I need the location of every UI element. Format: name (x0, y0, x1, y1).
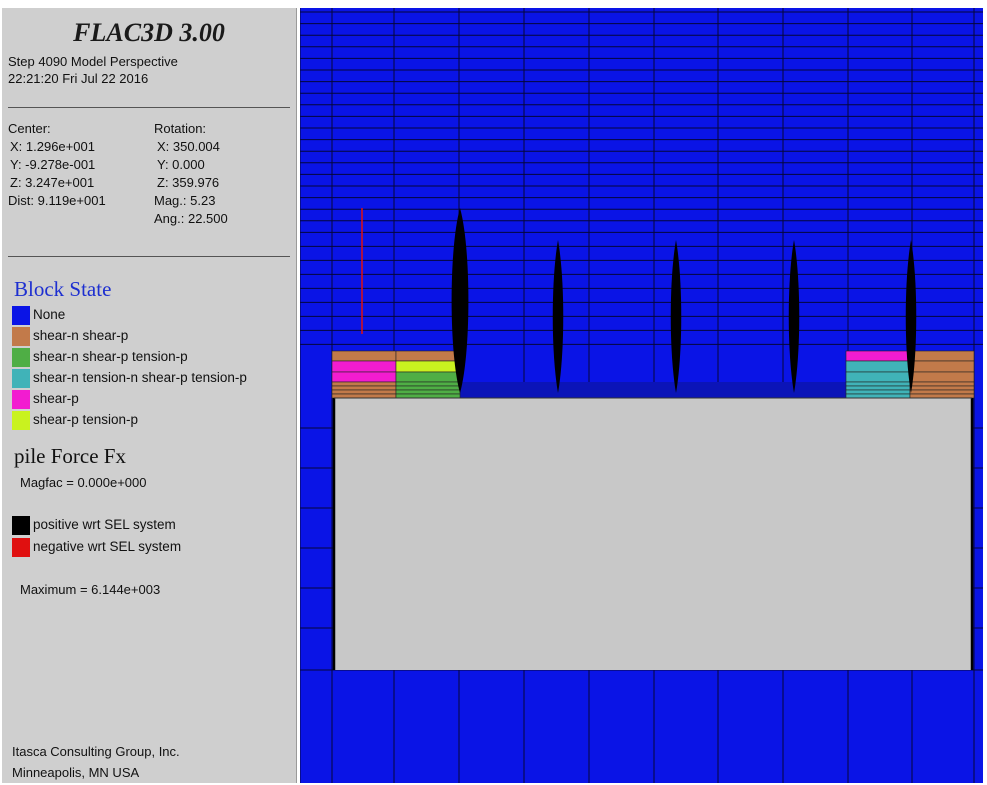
legend-label: shear-n tension-n shear-p tension-p (33, 370, 247, 385)
zone-cell (909, 360, 975, 373)
legend-label: None (33, 307, 66, 322)
zone-cell (331, 371, 397, 383)
model-render (300, 8, 983, 783)
legend-swatch (12, 516, 30, 535)
legend-panel: FLAC3D 3.00 Step 4090 Model Perspective … (2, 8, 297, 783)
zone-cell (845, 381, 911, 387)
rotation-y: Y: 0.000 (157, 157, 205, 172)
zone-cell (331, 381, 397, 387)
pile-force-positive (788, 240, 800, 393)
maximum-value: Maximum = 6.144e+003 (20, 582, 161, 597)
zone-cell (395, 360, 461, 373)
divider (8, 256, 290, 257)
magfac: Magfac = 0.000e+000 (20, 475, 147, 490)
model-viewport[interactable] (300, 8, 983, 783)
company-name: Itasca Consulting Group, Inc. (12, 744, 180, 759)
zone-cell (845, 371, 911, 383)
zone-cell (845, 385, 911, 391)
block-state-title: Block State (14, 277, 112, 301)
zone-band (460, 382, 846, 398)
rotation-x: X: 350.004 (157, 139, 220, 154)
legend-label: shear-p tension-p (33, 412, 139, 427)
legend-label: shear-n shear-p tension-p (33, 349, 188, 364)
zone-cell (909, 350, 975, 362)
zone-cell (395, 389, 461, 395)
zone-cell (331, 393, 397, 399)
rotation-label: Rotation: (154, 121, 207, 136)
legend-label: shear-n shear-p (33, 328, 129, 343)
legend-swatch (12, 327, 30, 346)
zone-cell (395, 381, 461, 387)
center-label: Center: (8, 121, 51, 136)
zone-cell (909, 385, 975, 391)
company-location: Minneapolis, MN USA (12, 765, 140, 780)
zone-cell (909, 389, 975, 395)
legend-label: shear-p (33, 391, 79, 406)
zone-cell (331, 389, 397, 395)
magnification: Mag.: 5.23 (154, 193, 216, 208)
zone-cell (395, 393, 461, 399)
zone-cell (331, 385, 397, 391)
legend-label: positive wrt SEL system (33, 517, 176, 532)
legend-label: negative wrt SEL system (33, 539, 182, 554)
zone-cell (909, 381, 975, 387)
slab (334, 398, 972, 670)
zone-cell (845, 360, 911, 373)
zone-cell (395, 371, 461, 383)
zone-cell (331, 350, 397, 362)
legend-swatch (12, 348, 30, 367)
zone-cell (845, 389, 911, 395)
zone-cell (909, 371, 975, 383)
pile-force-positive (905, 240, 917, 393)
zone-cell (395, 350, 461, 362)
center-y: Y: -9.278e-001 (10, 157, 96, 172)
timestamp: 22:21:20 Fri Jul 22 2016 (8, 71, 149, 86)
pile-force-positive (451, 208, 469, 393)
legend-swatch (12, 306, 30, 325)
legend-swatch (12, 411, 30, 430)
step-info: Step 4090 Model Perspective (8, 54, 178, 69)
divider (8, 107, 290, 108)
pile-force-positive (670, 240, 682, 393)
zone-cell (845, 350, 911, 362)
zone-cell (909, 393, 975, 399)
center-x: X: 1.296e+001 (10, 139, 95, 154)
distance: Dist: 9.119e+001 (8, 193, 106, 208)
app-title: FLAC3D 3.00 (73, 18, 225, 47)
legend-swatch (12, 369, 30, 388)
zone-cell (331, 360, 397, 373)
zone-cell (395, 385, 461, 391)
zone-cell (845, 393, 911, 399)
rotation-z: Z: 359.976 (157, 175, 220, 190)
legend-swatch (12, 390, 30, 409)
legend-swatch (12, 538, 30, 557)
center-z: Z: 3.247e+001 (10, 175, 95, 190)
view-angle: Ang.: 22.500 (154, 211, 228, 226)
pile-force-positive (552, 240, 564, 393)
pile-force-title: pile Force Fx (14, 444, 126, 468)
